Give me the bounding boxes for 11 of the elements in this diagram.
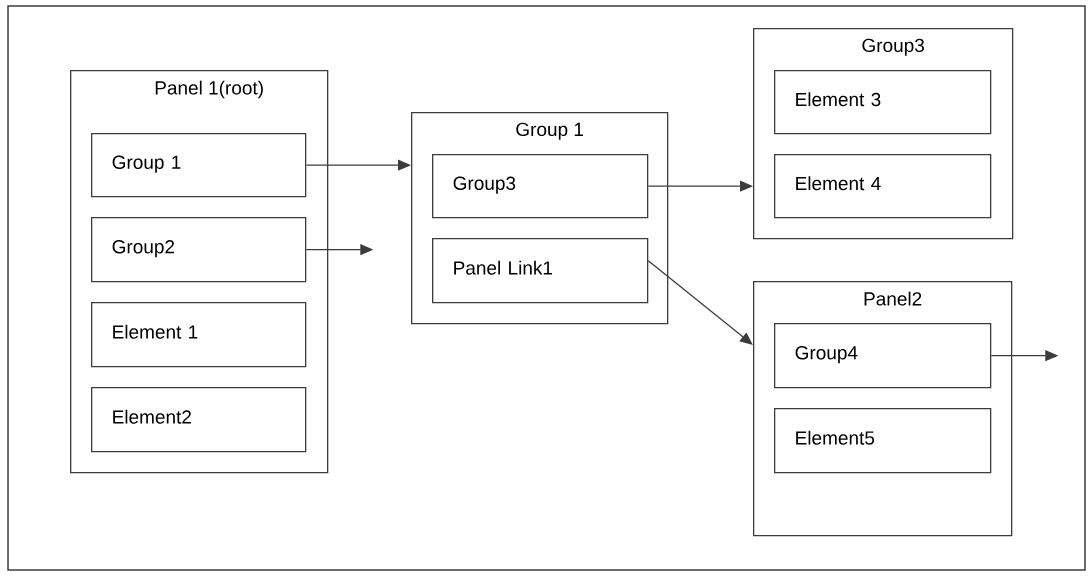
item-box: Group2: [91, 217, 307, 283]
item-box: Panel Link1: [432, 238, 649, 304]
arrow: [647, 260, 753, 345]
item-box: Element 1: [91, 302, 307, 368]
item-box: Element5: [774, 408, 992, 474]
item-box: Group 1: [91, 133, 307, 198]
item-box: Group3: [432, 154, 649, 219]
item-box: Element2: [91, 387, 307, 453]
item-box: Element 3: [774, 70, 992, 135]
item-box: Element 4: [774, 154, 992, 219]
item-box: Group4: [774, 323, 992, 389]
